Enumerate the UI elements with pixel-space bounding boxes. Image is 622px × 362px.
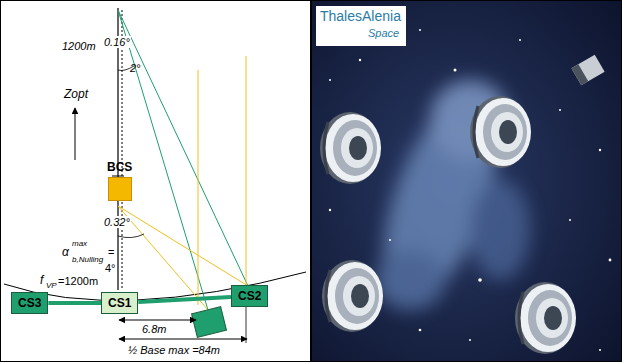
focal-length-label: =1200m xyxy=(58,275,98,287)
subscript: b,Nulling xyxy=(72,256,103,265)
node-label: CS3 xyxy=(18,296,41,310)
logo-text: ThalesAlenia xyxy=(320,9,401,24)
angle-label: 0.16° xyxy=(103,36,131,48)
node-label: CS1 xyxy=(108,296,131,310)
baseline-connector xyxy=(48,301,101,305)
node-label: CS2 xyxy=(238,289,261,303)
symbol: α xyxy=(62,246,69,259)
yellow-square xyxy=(108,177,132,201)
axis-label: Zopt xyxy=(64,88,88,101)
node-label: BCS xyxy=(107,160,132,174)
collector-module: CS2 xyxy=(231,285,268,307)
angle-label: 2° xyxy=(130,62,141,74)
angle-label: 4° xyxy=(104,262,117,274)
distance-label: 1200m xyxy=(62,40,96,52)
beam-combiner: BCS xyxy=(107,160,132,201)
angle-label: 0.32° xyxy=(103,216,131,228)
dimension-label: 6.8m xyxy=(142,323,166,335)
baseline-connector xyxy=(138,297,231,302)
equals-sign: = xyxy=(108,246,114,258)
superscript: max xyxy=(72,240,87,249)
collector-module: CS3 xyxy=(11,292,48,314)
collector-module: CS1 xyxy=(101,292,138,314)
symbol: f xyxy=(40,274,43,287)
subscript: VP xyxy=(46,282,57,291)
logo-text: Space xyxy=(368,27,399,39)
dimension-label: ½ Base max =84m xyxy=(128,344,220,356)
